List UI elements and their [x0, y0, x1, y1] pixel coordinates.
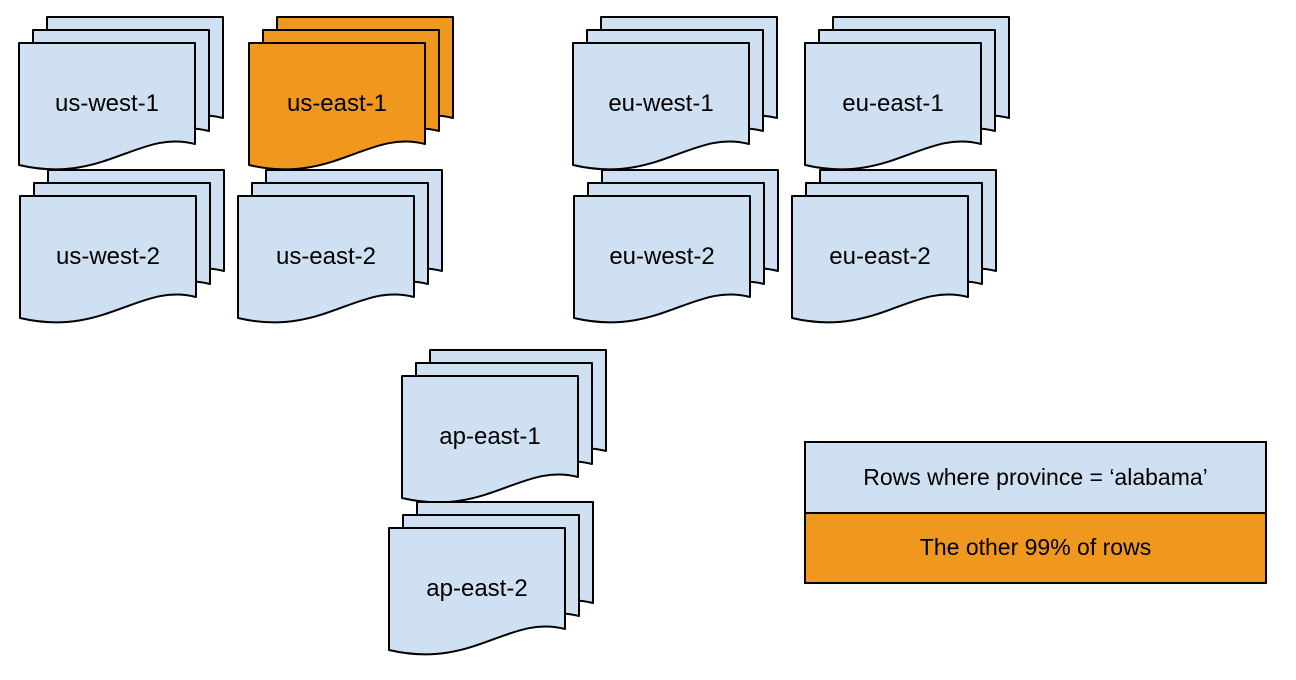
region-stack-us-east-1: us-east-1 [247, 16, 457, 174]
region-label: eu-west-1 [608, 90, 714, 117]
document-stack-icon [573, 169, 779, 324]
document-stack-icon [19, 169, 225, 324]
legend-item-label: Rows where province = ‘alabama’ [863, 463, 1208, 490]
region-stack-eu-east-2: eu-east-2 [790, 169, 1000, 327]
region-label: us-east-2 [275, 243, 377, 270]
legend-item-alabama-rows: Rows where province = ‘alabama’ [806, 443, 1265, 512]
legend-item-label: The other 99% of rows [919, 534, 1152, 561]
region-stack-eu-west-2: eu-west-2 [572, 169, 782, 327]
region-label: eu-east-1 [842, 90, 944, 117]
region-label: eu-west-2 [609, 243, 715, 270]
document-sheet [572, 42, 750, 171]
region-stack-eu-west-1: eu-west-1 [571, 16, 781, 174]
document-stack-icon [572, 16, 778, 171]
region-stack-us-east-2: us-east-2 [236, 169, 446, 327]
document-sheet [804, 42, 982, 171]
region-stack-ap-east-1: ap-east-1 [400, 349, 610, 507]
region-label: eu-east-2 [829, 243, 931, 270]
document-stack-icon [18, 16, 224, 171]
region-label: us-east-1 [286, 90, 388, 117]
region-stack-eu-east-1: eu-east-1 [803, 16, 1013, 174]
document-sheet [388, 527, 566, 656]
region-label: us-west-2 [55, 243, 161, 270]
document-sheet [237, 195, 415, 324]
document-sheet [18, 42, 196, 171]
legend-item-other-rows: The other 99% of rows [806, 511, 1265, 582]
legend: Rows where province = ‘alabama’ The othe… [804, 441, 1267, 584]
region-stack-ap-east-2: ap-east-2 [387, 501, 597, 659]
region-label: ap-east-2 [426, 575, 528, 602]
region-stack-us-west-2: us-west-2 [18, 169, 228, 327]
document-stack-icon [401, 349, 607, 504]
document-sheet [791, 195, 969, 324]
document-stack-icon [388, 501, 594, 656]
document-stack-icon [248, 16, 454, 171]
document-sheet [573, 195, 751, 324]
region-stack-us-west-1: us-west-1 [17, 16, 227, 174]
document-sheet [248, 42, 426, 171]
region-label: ap-east-1 [439, 423, 541, 450]
document-stack-icon [237, 169, 443, 324]
document-stack-icon [791, 169, 997, 324]
region-label: us-west-1 [54, 90, 160, 117]
document-sheet [19, 195, 197, 324]
document-stack-icon [804, 16, 1010, 171]
